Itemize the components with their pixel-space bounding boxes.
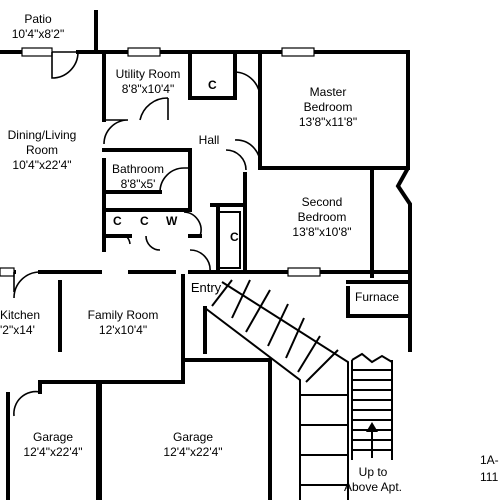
room-furnace: Furnace (354, 290, 400, 304)
up-stairs (351, 352, 393, 460)
unit-code: 1A- (480, 453, 499, 467)
room-hall: Hall (198, 133, 220, 147)
closet-hall-left: C (113, 214, 122, 228)
unit-size: 111 (480, 470, 499, 484)
closet-utility: C (208, 78, 217, 92)
doors (13, 51, 261, 417)
closet-second-bedroom: C (230, 230, 239, 244)
room-kitchen: Kitchen'2"x14' (0, 308, 41, 337)
closet-hall-mid: C (140, 214, 149, 228)
washer-closet: W (166, 214, 178, 228)
room-entry: Entry (190, 280, 222, 295)
entry-stairs (204, 279, 349, 500)
